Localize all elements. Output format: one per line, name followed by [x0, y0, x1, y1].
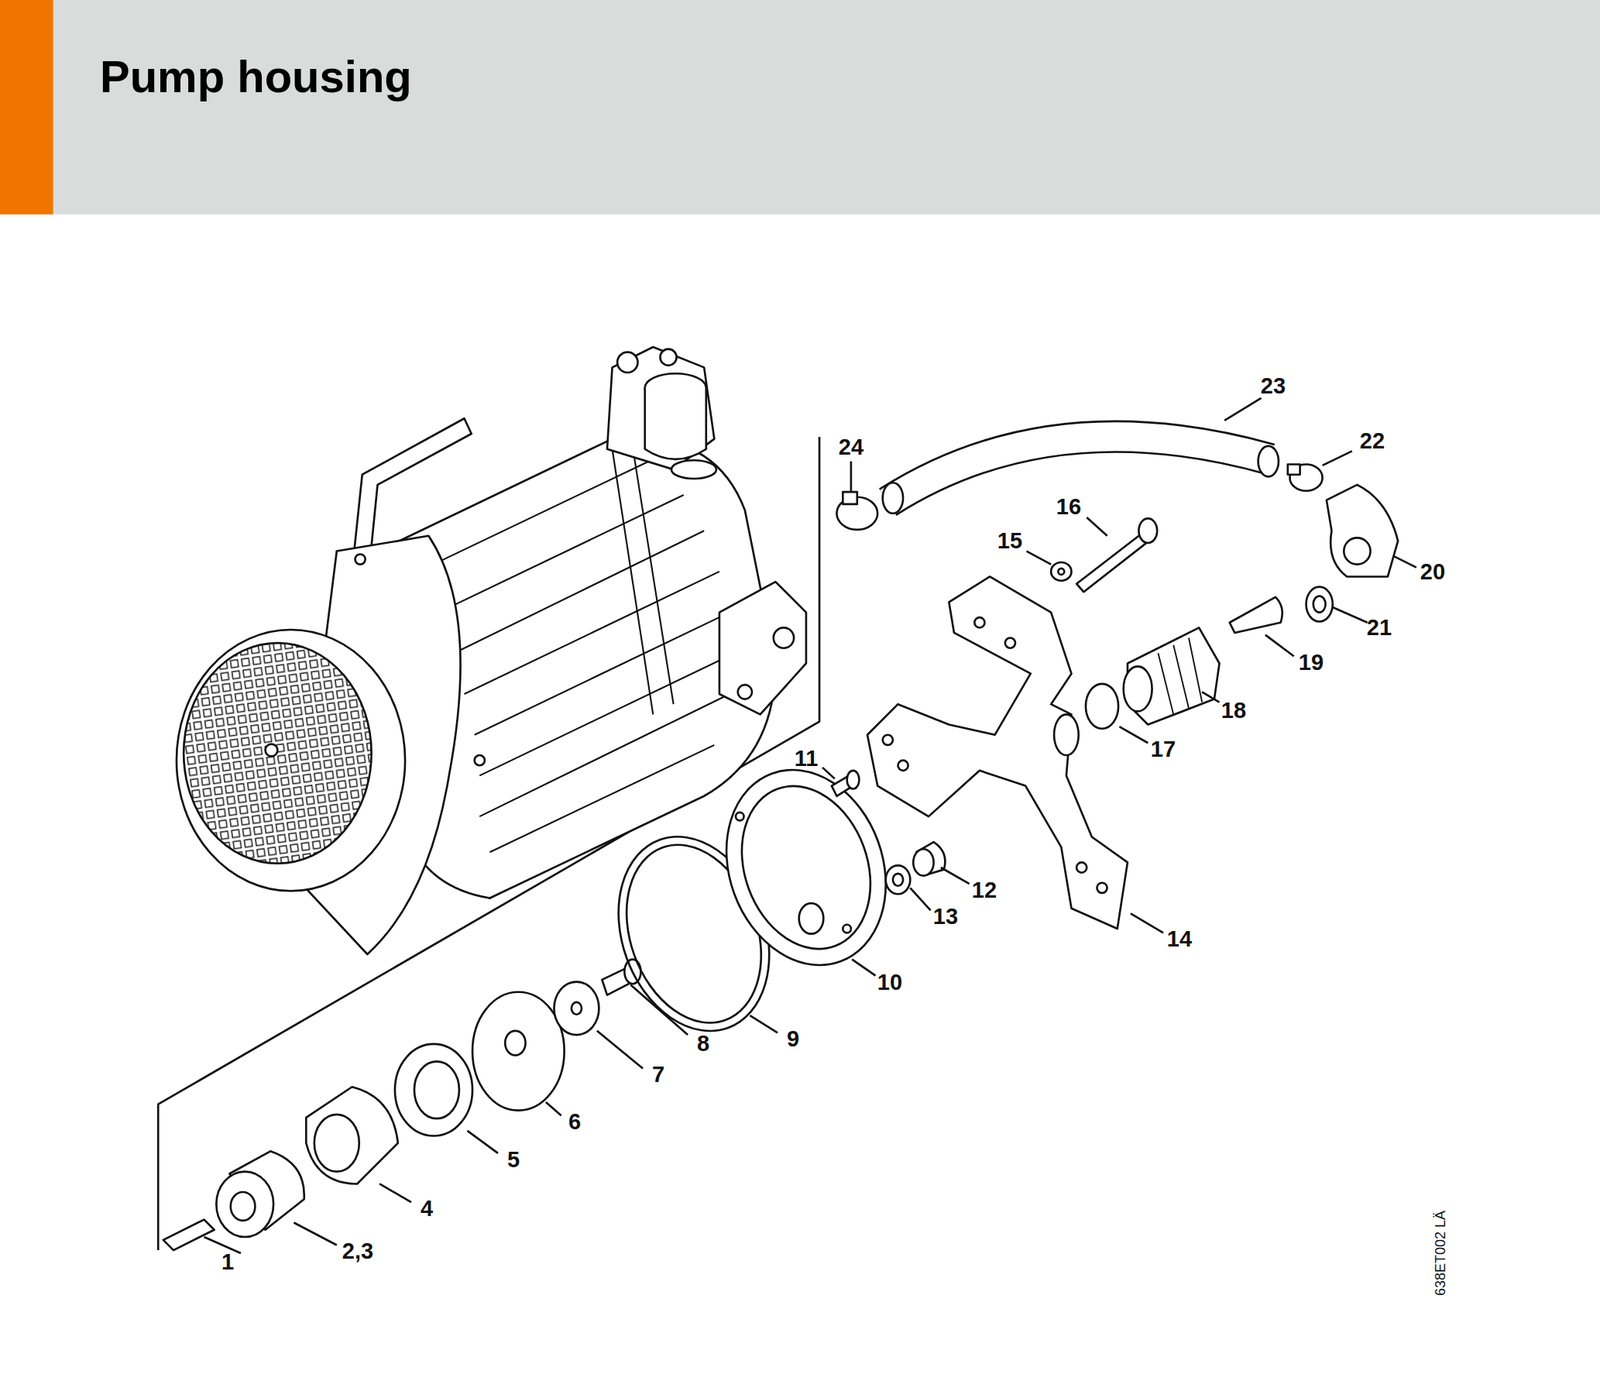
exploded-parts [163, 436, 1398, 1250]
callout-number: 10 [877, 971, 903, 994]
page-title: Pump housing [99, 54, 413, 100]
callout-number: 11 [794, 747, 819, 770]
callout-number: 14 [1167, 927, 1192, 951]
callout-number: 5 [507, 1148, 520, 1171]
callout-number: 4 [420, 1197, 433, 1220]
callout-number: 9 [786, 1027, 800, 1051]
callout-number: 20 [1420, 560, 1446, 584]
callout-number: 24 [838, 436, 864, 459]
callout-number: 13 [933, 905, 958, 928]
motor-pump [157, 346, 820, 1250]
callout-number: 23 [1260, 374, 1286, 398]
header-band [0, 0, 1600, 215]
callout-number: 7 [652, 1063, 665, 1086]
drawing-code: 638ET002 LÄ [1433, 1210, 1448, 1296]
callout-number: 16 [1056, 495, 1082, 519]
callout-number: 21 [1366, 616, 1392, 639]
callout-number: 2,3 [342, 1239, 374, 1263]
callout-number: 15 [997, 529, 1023, 553]
callout-number: 1 [221, 1250, 234, 1274]
callout-number: 22 [1359, 429, 1385, 453]
callout-number: 8 [696, 1032, 710, 1055]
callout-number: 6 [568, 1110, 581, 1134]
callout-number: 18 [1221, 699, 1247, 722]
leader-lines [204, 398, 1417, 1254]
callout-number: 19 [1298, 651, 1324, 674]
callout-number: 12 [971, 878, 997, 902]
callout-number: 17 [1150, 738, 1176, 761]
